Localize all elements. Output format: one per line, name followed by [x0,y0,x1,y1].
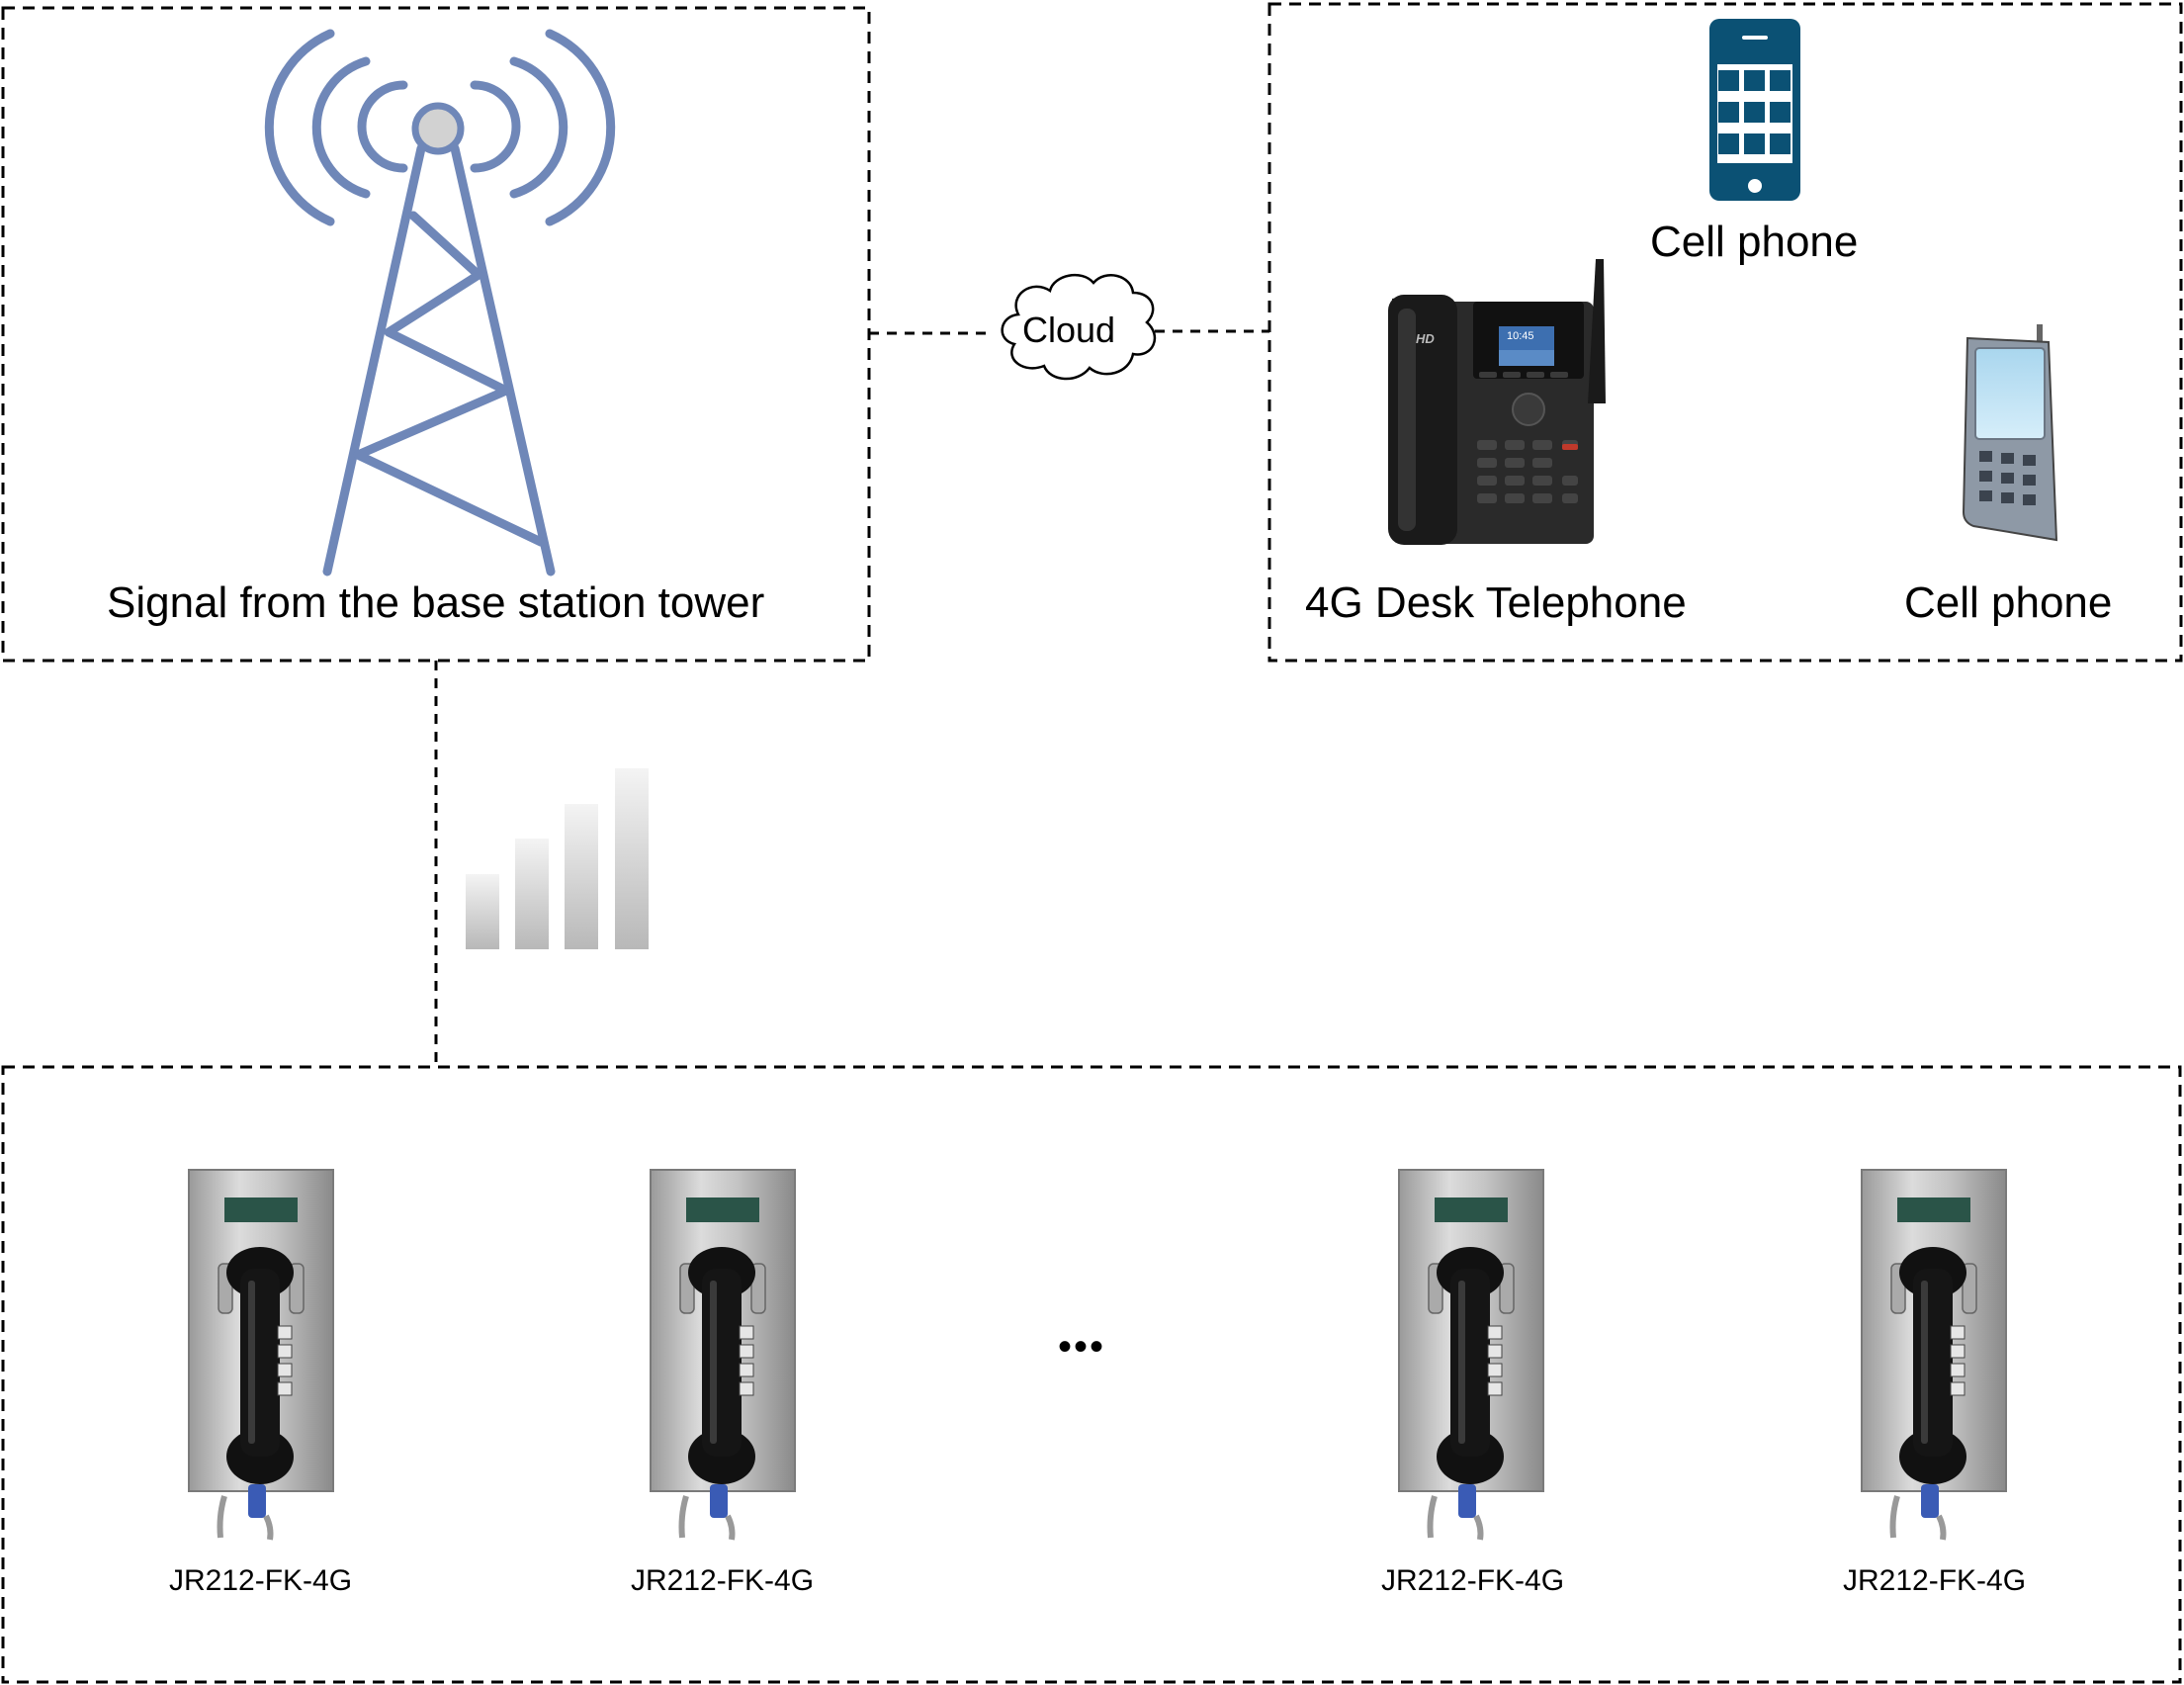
desk-phone-label: 4G Desk Telephone [1305,578,1687,627]
terminal-model-label: JR212-FK-4G [1843,1564,2027,1597]
more-terminals-ellipsis: ••• [1058,1325,1106,1369]
desk-phone-brand-label: HD [1416,331,1435,346]
tower-label: Signal from the base station tower [107,578,765,627]
terminal-model-label: JR212-FK-4G [1381,1564,1565,1597]
wall-phone-icon [1862,1170,2006,1540]
cloud-icon [1001,273,1157,381]
desk-phone-screen-time: 10:45 [1507,330,1534,342]
antenna-tower-icon [264,29,616,576]
smartphone-icon [1709,19,1800,201]
terminal-model-label: JR212-FK-4G [631,1564,815,1597]
wall-phone-icon [189,1170,333,1540]
cell-phone-right-label: Cell phone [1904,578,2113,627]
cell-phone-top-label: Cell phone [1650,218,1859,266]
signal-bars-icon [466,768,649,949]
feature-phone-icon [1962,324,2058,542]
wall-phone-icon [651,1170,795,1540]
cloud-label: Cloud [1022,310,1116,350]
antenna-hub-icon [411,102,465,155]
terminals-region-border [1,1065,2182,1684]
terminal-model-label: JR212-FK-4G [169,1564,353,1597]
wall-phone-icon [1399,1170,1543,1540]
desk-phone-icon [1388,259,1606,545]
